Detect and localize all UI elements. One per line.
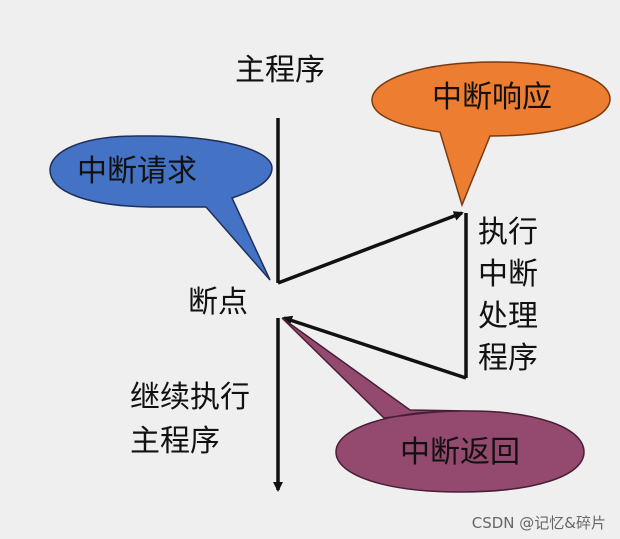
label-breakpoint: 断点 [188,285,248,320]
label-main-program: 主程序 [235,53,325,88]
label-handler-line3: 处理 [478,299,538,334]
callout-return-text: 中断返回 [400,435,520,470]
callout-return-bubble [281,317,585,493]
callout-response-bubble [371,61,611,208]
callout-interrupt-request: 中断请求 [49,135,273,281]
callout-interrupt-return: 中断返回 [281,317,585,493]
label-handler-line4: 程序 [478,341,538,376]
callout-request-text: 中断请求 [77,154,197,189]
watermark-text: CSDN @记忆&碎片 [472,514,606,532]
arrow-return [282,315,467,380]
label-handler-line1: 执行 [478,215,538,250]
callout-request-bubble [49,135,273,281]
label-continue-line2: 主程序 [130,424,220,459]
callout-interrupt-response: 中断响应 [371,61,611,208]
label-continue-line1: 继续执行 [130,380,250,415]
callout-response-text: 中断响应 [432,80,552,115]
arrow-to-handler [277,211,464,285]
label-handler-line2: 中断 [478,257,538,292]
